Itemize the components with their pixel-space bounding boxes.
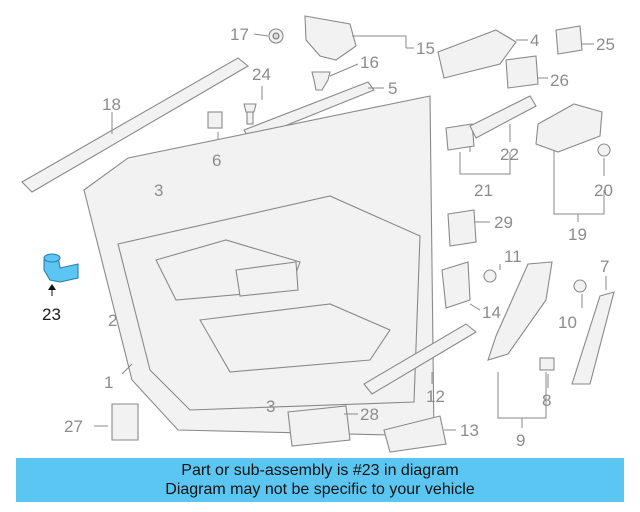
part-20-screw bbox=[597, 143, 611, 176]
part-16-clip bbox=[311, 63, 359, 91]
part-26-switch bbox=[505, 55, 548, 89]
info-banner: Part or sub-assembly is #23 in diagram D… bbox=[16, 458, 624, 502]
part-13-switch-bezel bbox=[383, 415, 456, 453]
callout-13: 13 bbox=[460, 421, 479, 440]
part-29-switch bbox=[447, 209, 490, 247]
part-23-highlighted bbox=[43, 253, 79, 296]
callout-23: 23 bbox=[42, 305, 61, 324]
part-11-screw bbox=[483, 264, 501, 283]
callout-10: 10 bbox=[558, 313, 577, 332]
part-14-handle bbox=[441, 261, 481, 311]
callout-28: 28 bbox=[360, 405, 379, 424]
part-12-armrest-trim bbox=[363, 323, 477, 395]
callout-11: 11 bbox=[504, 247, 522, 266]
part-7-trim-strip bbox=[571, 276, 615, 385]
callout-26: 26 bbox=[550, 71, 569, 90]
parts-diagram: 1 2 3 3 4 5 6 7 8 9 10 11 12 13 14 15 16… bbox=[21, 15, 615, 453]
callout-5: 5 bbox=[388, 79, 397, 98]
callout-29: 29 bbox=[494, 213, 513, 232]
callout-3a: 3 bbox=[154, 181, 163, 200]
part-19-inner-handle bbox=[535, 103, 605, 222]
callout-19: 19 bbox=[568, 225, 587, 244]
callout-6: 6 bbox=[212, 151, 221, 170]
part-1-door-trim-panel bbox=[83, 95, 435, 437]
part-24-push-pin bbox=[243, 86, 263, 125]
callout-22: 22 bbox=[500, 145, 519, 164]
part-21-22-pull-handle bbox=[445, 95, 537, 175]
callout-12: 12 bbox=[426, 387, 445, 406]
callout-8: 8 bbox=[542, 391, 551, 410]
callout-21: 21 bbox=[474, 181, 493, 200]
callout-7: 7 bbox=[600, 257, 609, 276]
callout-9: 9 bbox=[516, 431, 525, 450]
callout-17: 17 bbox=[230, 25, 249, 44]
part-4-switch bbox=[437, 29, 528, 79]
part-27-switch-housing bbox=[94, 403, 139, 441]
part-10-screw bbox=[573, 279, 587, 308]
callout-3b: 3 bbox=[266, 397, 275, 416]
part-8-clip bbox=[539, 357, 555, 388]
part-18-weatherstrip bbox=[21, 57, 249, 193]
callout-24: 24 bbox=[252, 65, 271, 84]
callout-4: 4 bbox=[530, 31, 539, 50]
callout-2: 2 bbox=[108, 311, 117, 330]
part-9-handle-trim bbox=[487, 261, 553, 428]
callout-14: 14 bbox=[482, 303, 501, 322]
banner-line-disclaimer: Diagram may not be specific to your vehi… bbox=[165, 481, 475, 498]
banner-line-part: Part or sub-assembly is #23 in diagram bbox=[181, 462, 459, 479]
callout-15: 15 bbox=[416, 39, 435, 58]
callout-16: 16 bbox=[360, 53, 379, 72]
part-15-mirror-trim bbox=[304, 15, 414, 61]
part-28-window-switch bbox=[287, 405, 358, 447]
callout-27: 27 bbox=[64, 417, 83, 436]
callout-1: 1 bbox=[104, 373, 113, 392]
part-25-button bbox=[555, 25, 594, 55]
callout-25: 25 bbox=[596, 35, 615, 54]
part-17-clip bbox=[253, 28, 284, 44]
callout-18: 18 bbox=[102, 95, 121, 114]
callout-20: 20 bbox=[594, 181, 613, 200]
